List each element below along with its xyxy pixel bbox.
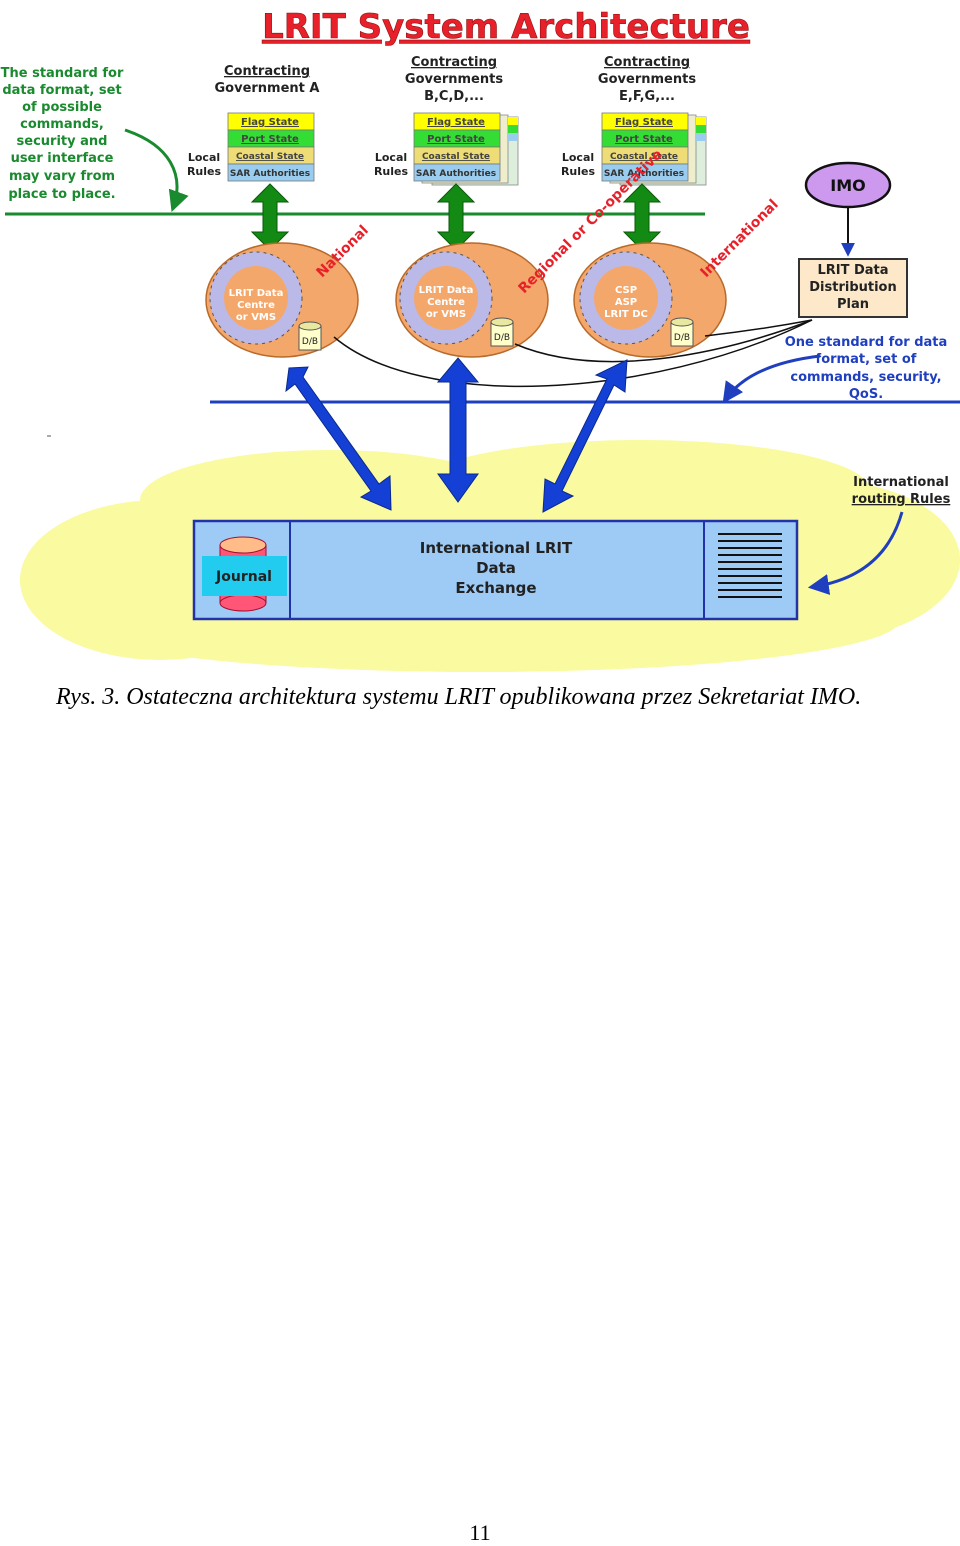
left-note-line: user interface [11,151,114,166]
data-centre-label: Centre [427,297,465,308]
left-note-line: security and [17,134,108,149]
routing-note-line: International [853,475,949,490]
government-bcd: Contracting Governments B,C,D,... Local … [374,55,519,186]
blue-double-arrow [436,357,480,503]
coastal-state-label: Coastal State [610,152,678,162]
distribution-plan-label: LRIT Data [817,263,888,278]
right-note-arrow [722,354,821,404]
government-efg: Contracting Governments E,F,G,... Local … [561,55,707,186]
government-title: B,C,D,... [424,89,484,104]
distribution-plan-label: Plan [837,297,869,312]
green-double-arrow [250,183,290,251]
right-note-line: format, set of [816,352,917,367]
local-rules-label: Local [188,151,220,164]
green-double-arrows [250,183,662,251]
routing-table-icon [718,533,782,598]
local-rules-label: Rules [561,165,596,178]
db-label: D/B [674,333,690,343]
db-label: D/B [302,337,318,347]
data-centre-label: ASP [615,297,637,308]
figure-caption: Rys. 3. Ostateczna architektura systemu … [56,684,862,710]
routing-note-line: routing Rules [852,492,951,507]
port-state-label: Port State [427,134,485,145]
right-note: One standard for data format, set of com… [785,335,948,402]
coastal-state-label: Coastal State [422,152,490,162]
exchange-label: International LRIT [420,539,573,557]
port-state-label: Port State [615,134,673,145]
left-note-line: commands, [20,117,104,132]
left-note-line: may vary from [9,169,115,184]
left-note-line: place to place. [8,187,115,202]
diagram-title: LRIT System Architecture [262,7,750,47]
db-label: D/B [494,333,510,343]
government-a: Contracting Government A Local Rules Fla… [187,64,320,182]
government-title: Contracting [411,55,497,70]
coastal-state-label: Coastal State [236,152,304,162]
blue-double-arrows [285,357,628,513]
right-note-line: One standard for data [785,335,948,350]
data-centre-label: CSP [615,285,637,296]
local-rules-label: Rules [374,165,409,178]
flag-state-label: Flag State [241,117,299,128]
right-note-line: commands, security, [790,370,941,385]
left-note-line: The standard for [1,66,124,81]
exchange-box [192,519,799,621]
journal-label: Journal [215,569,272,585]
blue-double-arrow [285,366,392,511]
distribution-plan-label: Distribution [809,280,896,295]
right-note-line: QoS. [849,387,883,402]
left-note-line: of possible [22,100,102,115]
data-centre-label: LRIT Data [419,285,474,296]
local-rules-label: Local [375,151,407,164]
blue-double-arrow [542,359,628,513]
sar-authorities-label: SAR Authorities [230,169,310,179]
routing-note-arrow [807,511,904,595]
port-state-label: Port State [241,134,299,145]
left-note-line: data format, set [2,83,121,98]
journal-database: Journal [202,536,287,612]
data-centre-national: LRIT Data Centre or VMS D/B National [205,222,372,358]
flag-state-label: Flag State [427,117,485,128]
exchange-label: Data [476,559,516,577]
government-title: Contracting [224,64,310,79]
data-centre-label: LRIT DC [604,309,648,320]
data-centre-label: or VMS [426,309,466,320]
left-note: The standard for data format, set of pos… [1,66,124,202]
left-note-arrow [124,128,189,212]
green-double-arrow [436,183,476,251]
local-rules-label: Local [562,151,594,164]
sar-authorities-label: SAR Authorities [416,169,496,179]
government-title: Government A [215,81,320,96]
page-number: 11 [469,1520,491,1545]
government-title: E,F,G,... [619,89,675,104]
government-title: Governments [598,72,696,87]
data-centre-international: CSP ASP LRIT DC D/B International [573,197,782,358]
government-title: Governments [405,72,503,87]
exchange-label: Exchange [455,579,536,597]
local-rules-label: Rules [187,165,222,178]
government-title: Contracting [604,55,690,70]
lrit-architecture-diagram: LRIT System Architecture The standard fo… [1,7,960,672]
flag-state-label: Flag State [615,117,673,128]
imo-label: IMO [830,176,865,195]
data-centre-type: International [698,197,782,281]
data-centre-label: Centre [237,300,275,311]
data-centre-label: LRIT Data [229,288,284,299]
distribution-plan-box [798,258,908,318]
distribution-links [333,319,813,387]
sar-authorities-label: SAR Authorities [604,169,684,179]
data-centre-label: or VMS [236,312,276,323]
